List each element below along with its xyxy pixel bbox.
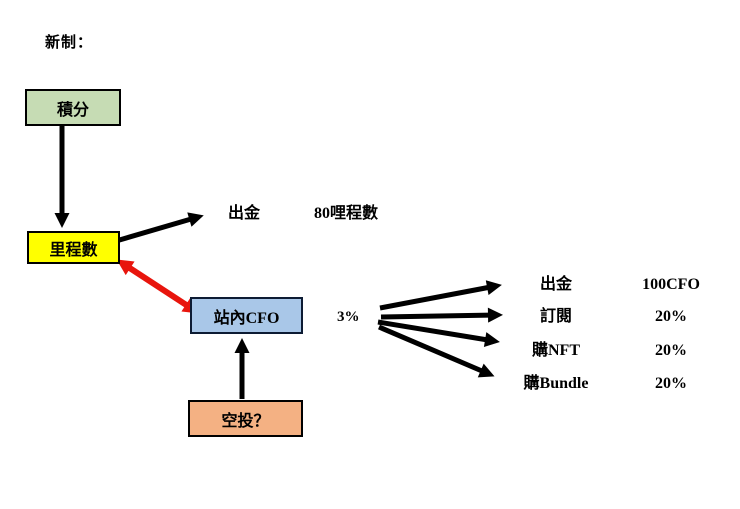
cfo-use-bundle-label: 購Bundle: [523, 375, 589, 392]
arrow-fee-to-withdraw: [379, 280, 502, 311]
box-site-cfo: 站內CFO: [190, 297, 303, 334]
cfo-use-nft-label: 購NFT: [531, 342, 580, 359]
arrow-mileage-cfo-bidirectional: [116, 259, 200, 314]
arrow-fee-to-subscribe: [380, 307, 503, 323]
box-points: 積分: [25, 89, 121, 126]
fee-rate-label: 3%: [337, 309, 360, 325]
cfo-use-subscribe-value: 20%: [655, 308, 687, 325]
box-mileage: 里程數: [27, 231, 120, 264]
mileage-withdraw-value: 80哩程數: [314, 205, 379, 222]
cfo-use-bundle-value: 20%: [655, 375, 687, 392]
arrow-fee-to-bundle: [378, 324, 495, 378]
box-airdrop: 空投？: [188, 400, 303, 437]
mileage-withdraw-label: 出金: [228, 205, 261, 222]
diagram-title: 新制：: [45, 35, 94, 51]
cfo-use-subscribe-label: 訂閱: [539, 308, 572, 325]
arrow-mileage-to-withdraw: [115, 212, 204, 244]
cfo-use-nft-value: 20%: [655, 342, 687, 359]
arrow-fee-to-nft: [377, 319, 500, 347]
cfo-use-withdraw-value: 100CFO: [642, 276, 700, 293]
cfo-use-withdraw-label: 出金: [539, 276, 572, 293]
